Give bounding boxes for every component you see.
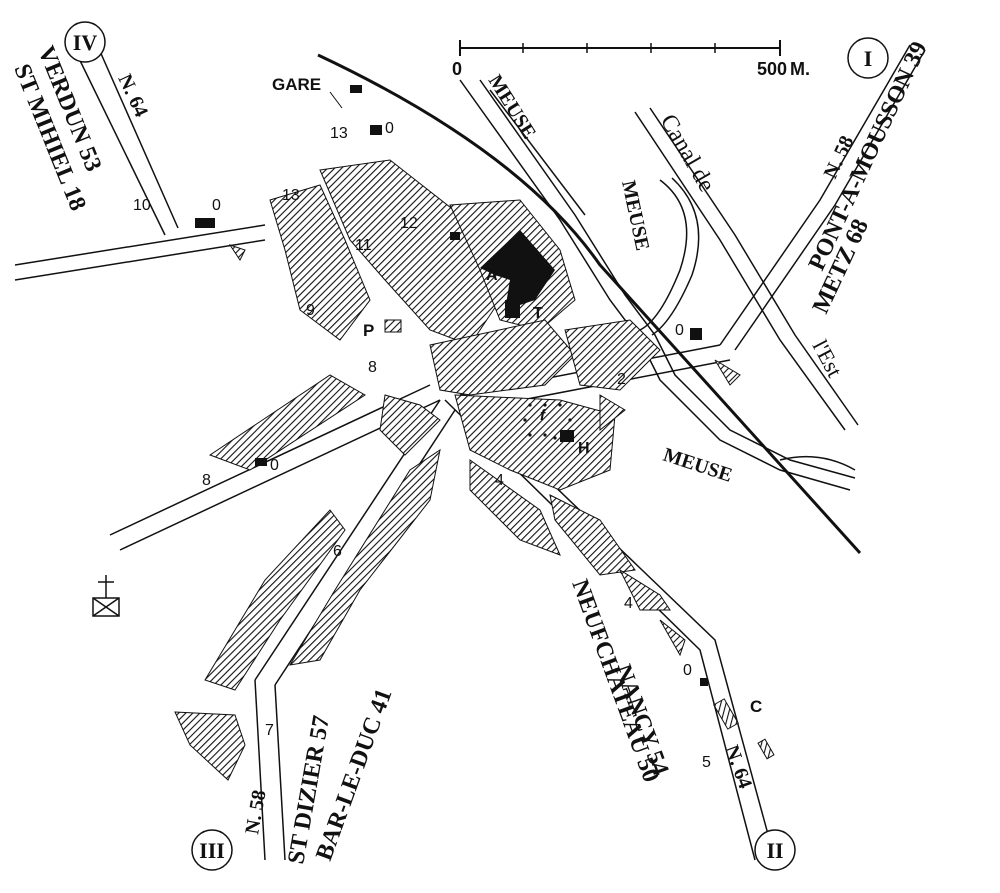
num-10: 10 [133,197,151,214]
scale-unit: M. [790,59,810,79]
label-meuse-3: MEUSE [660,444,734,487]
label-n64-se: N. 64 [720,742,756,791]
num-4a: 4 [495,472,504,489]
label-p: P [363,321,374,340]
landmark-buildings [195,85,775,760]
canal-de-l-est [634,107,859,431]
roads [14,39,926,861]
label-canal-2: l'Est [808,336,848,381]
exit-i: I [864,46,873,71]
exit-ii: II [766,838,783,863]
building-a [480,230,555,310]
num-8b: 8 [202,472,211,489]
place-labels: GARE A T P H C f [272,75,762,716]
exit-iv: IV [73,30,98,55]
label-f: f [540,407,547,424]
num-2: 2 [617,371,626,388]
num-o3: 0 [675,322,684,339]
scale-bar: 0 500 M. [452,40,810,79]
label-c: C [750,697,762,716]
railway [317,53,862,555]
label-n58-sw: N. 58 [241,788,270,836]
num-o2: 0 [212,197,221,214]
num-7: 7 [265,722,274,739]
map-numbers: 2 4 4 5 6 7 8 8 9 10 11 12 13 13 0 0 0 0… [133,120,711,771]
exit-markers: I II III IV [64,21,889,871]
num-9: 9 [306,302,315,319]
market-square [523,403,572,440]
built-up-areas [174,159,741,781]
num-11: 11 [355,237,372,254]
label-meuse-2: MEUSE [617,178,653,252]
num-12: 12 [400,215,418,232]
num-6: 6 [333,543,342,560]
num-o5: 0 [683,662,692,679]
num-13a: 13 [330,125,348,142]
num-4b: 4 [624,595,633,612]
road-labels: N. 58 PONT-A-MOUSSON 39 METZ 68 N. 64 VE… [8,38,932,866]
num-13b: 13 [282,187,300,204]
num-8a: 8 [368,359,377,376]
label-meuse-1: MEUSE [484,71,540,143]
label-gare: GARE [272,75,321,94]
scale-start: 0 [452,59,462,79]
post-office-icon [92,575,120,617]
num-o4: 0 [270,457,279,474]
label-h: H [578,440,590,457]
num-5: 5 [702,754,711,771]
num-o1: 0 [385,120,394,137]
label-t: T [533,305,543,322]
scale-end: 500 [757,59,787,79]
exit-iii: III [199,838,225,863]
label-a: A [486,267,498,284]
